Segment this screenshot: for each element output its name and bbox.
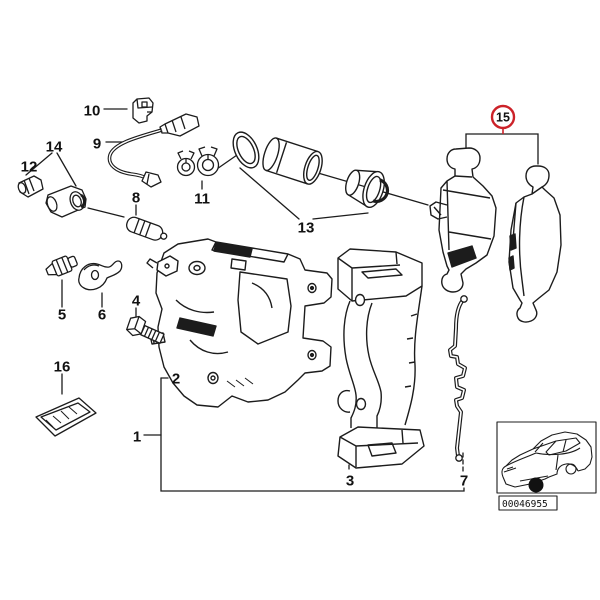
guide-pin-bellows xyxy=(126,216,168,241)
callout-12: 12 xyxy=(21,158,38,175)
callout-6: 6 xyxy=(98,306,106,323)
callout-8: 8 xyxy=(132,189,140,206)
brake-caliper-housing xyxy=(146,238,333,408)
bleeder-screw xyxy=(45,255,78,277)
caliper-piston xyxy=(262,137,323,185)
retaining-bracket xyxy=(78,260,123,291)
brake-pads xyxy=(429,147,562,323)
small-parts xyxy=(17,97,220,241)
callout-4: 4 xyxy=(132,292,141,309)
guide-sleeve xyxy=(45,185,87,218)
callout-15-circle xyxy=(490,104,516,130)
callout-15-group: 15 xyxy=(490,104,516,134)
piston-dust-boot xyxy=(345,169,390,209)
anti-rattle-spring xyxy=(448,295,468,462)
callout-10: 10 xyxy=(84,102,101,119)
retaining-clips xyxy=(176,146,220,177)
cable-holder-clip xyxy=(132,97,154,124)
callout-3: 3 xyxy=(346,472,354,489)
callout-5: 5 xyxy=(58,306,66,323)
image-number: 00046955 xyxy=(502,499,548,510)
callout-16: 16 xyxy=(54,358,71,375)
callout-7: 7 xyxy=(460,472,468,489)
front-axle-highlight-dot xyxy=(528,477,544,493)
inner-brake-pad xyxy=(429,147,497,293)
callout-9: 9 xyxy=(93,135,101,152)
small-parts-left xyxy=(35,255,165,437)
image-number-box xyxy=(498,495,558,511)
car-inset: 00046955 xyxy=(496,421,597,511)
callout-11: 11 xyxy=(194,190,210,207)
callout-14: 14 xyxy=(46,138,63,155)
piston-repair-kit xyxy=(232,131,390,209)
callout-2: 2 xyxy=(172,370,180,387)
grease-packet xyxy=(35,397,97,437)
pad-wear-sensor xyxy=(107,113,200,188)
outer-brake-pad xyxy=(508,165,562,323)
caliper-carrier xyxy=(337,248,425,469)
callout-1: 1 xyxy=(133,428,141,445)
car-illustration xyxy=(501,431,593,488)
callout-15: 15 xyxy=(496,110,510,124)
callout-labels: 1 2 3 4 5 6 7 8 9 10 11 12 13 14 16 xyxy=(21,102,469,489)
guide-bushing-plug xyxy=(17,175,44,198)
leader-lines xyxy=(25,108,539,492)
piston-seal-ring xyxy=(232,131,260,169)
callout-13: 13 xyxy=(298,219,315,236)
mounting-bolt xyxy=(126,315,165,344)
car-inset-frame xyxy=(496,421,597,494)
caliper-bleeder-fitting xyxy=(146,255,179,277)
